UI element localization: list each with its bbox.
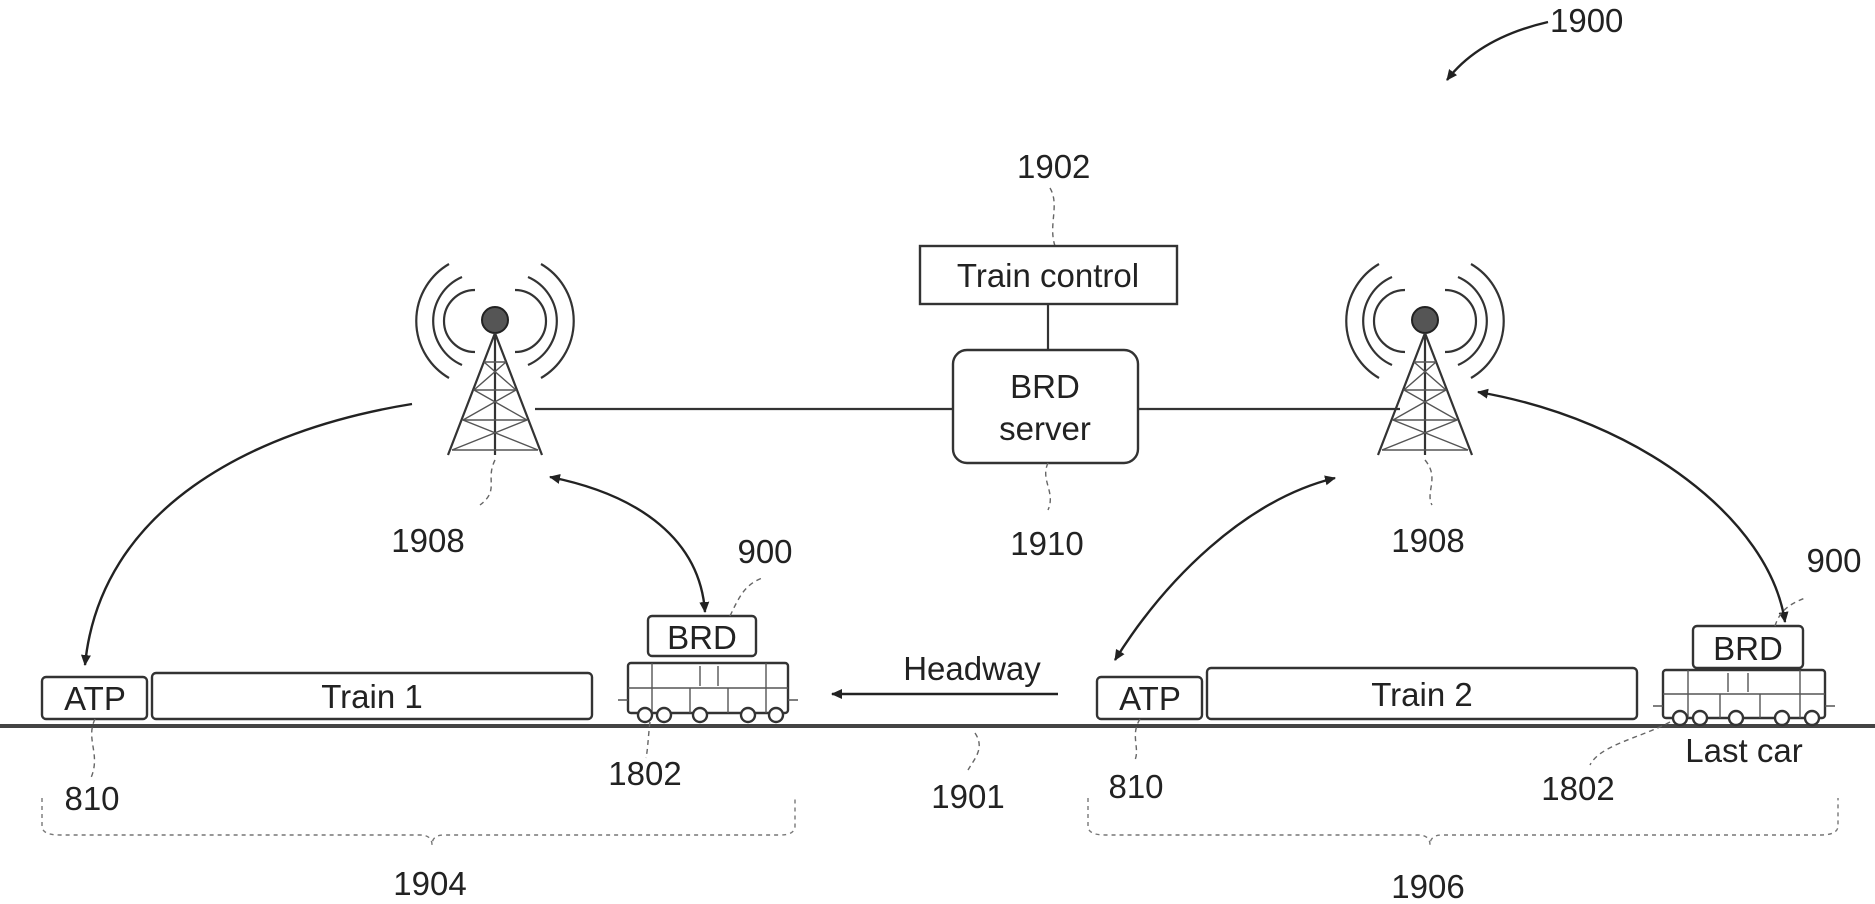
right-tower-ref: 1908 (1391, 522, 1464, 559)
train1-label: Train 1 (321, 678, 422, 715)
left-tower-icon (416, 264, 573, 455)
figure-pointer-arrow (1447, 22, 1548, 80)
brd-server-label-line2: server (999, 410, 1091, 447)
atp1-ref: 810 (64, 780, 119, 817)
brd-server-ref: 1910 (1010, 525, 1083, 562)
track-ref: 1901 (931, 778, 1004, 815)
left-tower-leader (480, 460, 495, 505)
right-tower-leader (1425, 460, 1432, 505)
train1-group-ref: 1904 (393, 865, 466, 902)
train-control-leader (1050, 188, 1055, 246)
left-tower-ref: 1908 (391, 522, 464, 559)
car1-ref: 1802 (608, 755, 681, 792)
track-leader (968, 733, 979, 770)
train2-label: Train 2 (1371, 676, 1472, 713)
train-control-ref: 1902 (1017, 148, 1090, 185)
right-tower-icon (1346, 264, 1503, 455)
train2-group-brace (1088, 798, 1838, 845)
brd-label-train1: BRD (667, 619, 737, 656)
headway-label: Headway (903, 650, 1041, 687)
atp1-leader (90, 719, 95, 780)
brd-server-label-line1: BRD (1010, 368, 1080, 405)
left-tower-to-brd1-arrow (550, 477, 705, 612)
brd1-leader (730, 578, 762, 616)
atp-label-train1: ATP (64, 680, 126, 717)
atp-label-train2: ATP (1119, 680, 1181, 717)
right-tower-to-atp2-arrow (1115, 478, 1335, 660)
car2-leader (1590, 722, 1670, 765)
brd-server-leader (1046, 463, 1051, 510)
car2-ref: 1802 (1541, 770, 1614, 807)
train-control-label: Train control (957, 257, 1139, 294)
figure-number: 1900 (1550, 2, 1623, 39)
atp2-ref: 810 (1108, 768, 1163, 805)
left-tower-to-atp1-arrow (85, 404, 412, 665)
brd2-ref: 900 (1806, 542, 1861, 579)
brd-label-train2: BRD (1713, 630, 1783, 667)
last-car-label: Last car (1685, 732, 1802, 769)
train1-group-brace (42, 798, 795, 845)
brd1-ref: 900 (737, 533, 792, 570)
train2-group-ref: 1906 (1391, 868, 1464, 904)
right-tower-to-brd2-arrow (1478, 392, 1785, 622)
